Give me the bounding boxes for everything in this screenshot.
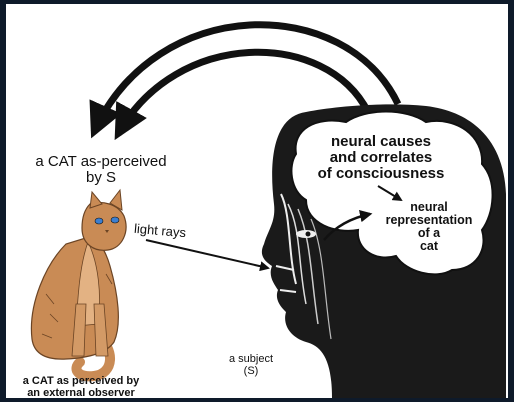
neural-representation-label: neural representation of a cat <box>374 201 484 254</box>
diagram-canvas: a CAT as-perceived by S light rays neura… <box>6 4 508 398</box>
neural-causes-label: neural causes and correlates of consciou… <box>306 134 456 181</box>
cat-left-eye <box>95 218 103 224</box>
cat-as-perceived-label: a CAT as-perceived by S <box>26 154 176 186</box>
subject-label: a subject (S) <box>211 354 291 377</box>
light-rays-arrow <box>146 240 268 268</box>
cat-external-observer-label: a CAT as perceived by an external observ… <box>6 376 156 398</box>
cat-right-eye <box>111 217 119 223</box>
cat-illustration <box>31 190 126 376</box>
